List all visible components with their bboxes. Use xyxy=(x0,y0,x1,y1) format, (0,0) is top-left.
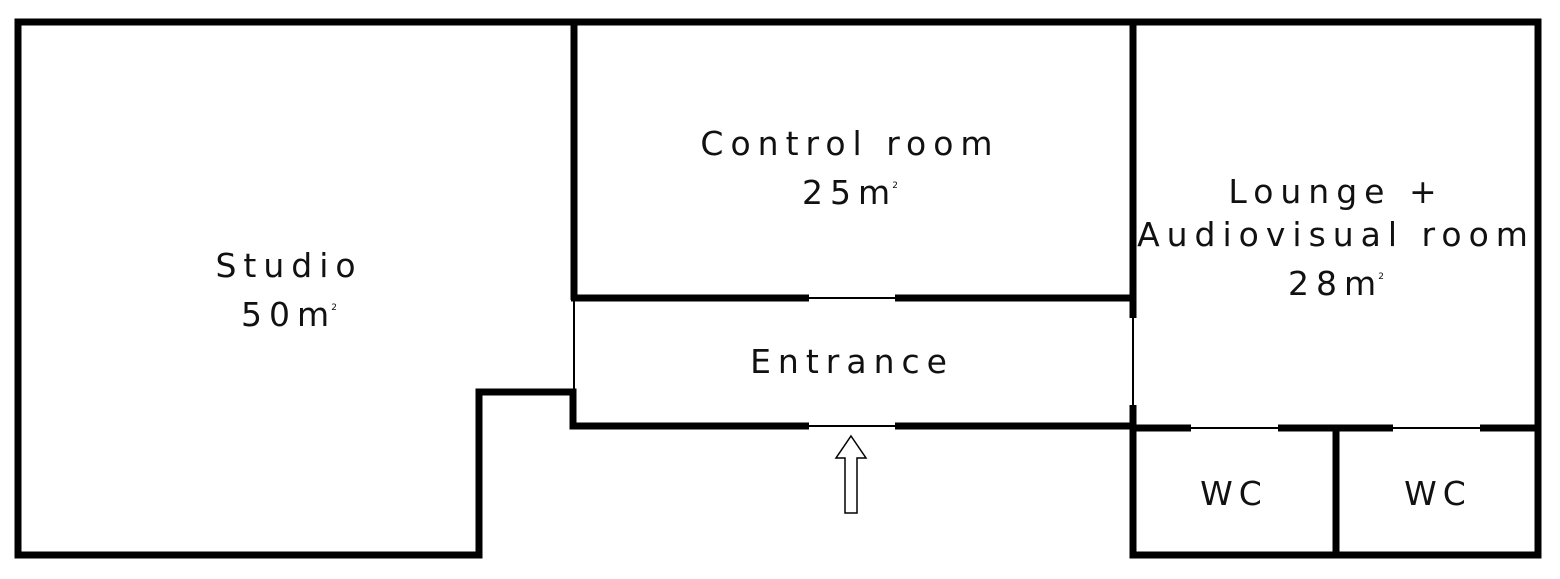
room-name-entrance: Entrance xyxy=(750,342,954,381)
room-label-studio: Studio 50m2 xyxy=(215,244,362,336)
room-name-wc-left: WC xyxy=(1200,474,1268,513)
arrow-up-outline-icon xyxy=(834,434,868,514)
room-label-lounge: Lounge + Audiovisual room 28m2 xyxy=(1137,170,1535,305)
room-name-lounge-line2: Audiovisual room xyxy=(1137,215,1535,254)
room-label-wc-right: WC xyxy=(1404,472,1472,515)
room-name-lounge-line1: Lounge + xyxy=(1228,172,1444,211)
room-label-wc-left: WC xyxy=(1200,472,1268,515)
wall-studio-notch xyxy=(475,388,577,559)
room-area-lounge: 28m2 xyxy=(1288,264,1384,303)
room-name-wc-right: WC xyxy=(1404,474,1472,513)
room-name-control-room: Control room xyxy=(700,124,1000,163)
room-label-control-room: Control room 25m2 xyxy=(700,122,999,214)
room-area-control-room: 25m2 xyxy=(802,173,898,212)
interior-walls xyxy=(570,22,1538,558)
room-name-studio: Studio xyxy=(215,246,363,285)
room-area-studio: 50m2 xyxy=(241,295,337,334)
room-label-entrance: Entrance xyxy=(750,340,954,383)
